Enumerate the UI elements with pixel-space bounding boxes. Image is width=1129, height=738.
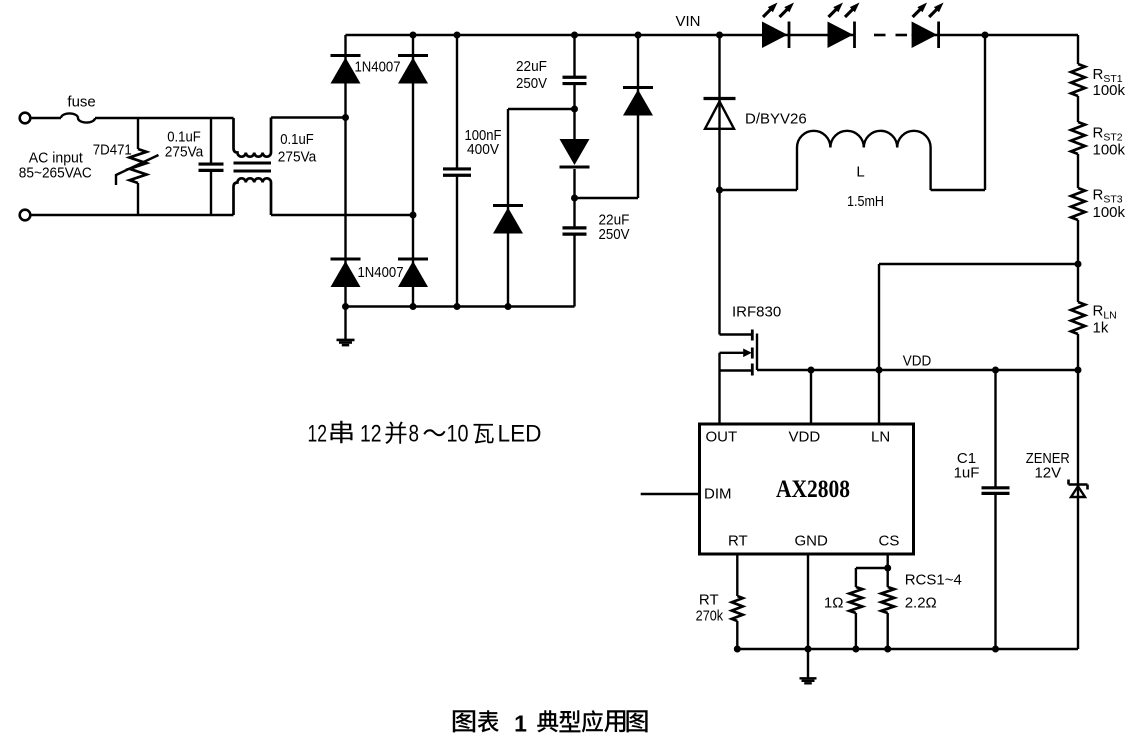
svg-text:AC input: AC input xyxy=(29,150,84,167)
svg-text:L: L xyxy=(856,163,864,180)
svg-text:VDD: VDD xyxy=(903,352,932,369)
svg-text:85~265VAC: 85~265VAC xyxy=(19,165,92,182)
svg-text:1: 1 xyxy=(514,711,527,737)
svg-text:2.2Ω: 2.2Ω xyxy=(905,595,937,612)
svg-text:1N4007: 1N4007 xyxy=(355,59,401,76)
svg-text:22uF: 22uF xyxy=(599,212,630,229)
svg-text:GND: GND xyxy=(795,533,829,550)
svg-text:fuse: fuse xyxy=(67,94,95,111)
svg-text:LED: LED xyxy=(498,422,542,448)
svg-text:100k: 100k xyxy=(1093,82,1126,99)
svg-text:12V: 12V xyxy=(1034,465,1061,482)
svg-text:275Va: 275Va xyxy=(165,144,204,161)
svg-text:270k: 270k xyxy=(696,607,724,624)
svg-text:D/BYV26: D/BYV26 xyxy=(745,111,807,128)
svg-text:1uF: 1uF xyxy=(954,465,980,482)
svg-text:LN: LN xyxy=(871,429,890,446)
svg-text:RT: RT xyxy=(699,591,719,608)
svg-text:100k: 100k xyxy=(1093,142,1126,159)
svg-text:12: 12 xyxy=(360,422,382,448)
svg-text:100k: 100k xyxy=(1093,204,1126,221)
svg-text:1Ω: 1Ω xyxy=(824,595,844,612)
svg-text:1.5mH: 1.5mH xyxy=(847,193,884,210)
svg-text:8: 8 xyxy=(409,422,420,448)
svg-text:12: 12 xyxy=(308,422,328,448)
svg-text:10: 10 xyxy=(447,422,469,448)
svg-text:CS: CS xyxy=(879,533,900,550)
svg-text:0.1uF: 0.1uF xyxy=(167,128,201,145)
svg-text:0.1uF: 0.1uF xyxy=(280,131,314,148)
svg-text:RCS1~4: RCS1~4 xyxy=(905,571,962,588)
svg-text:400V: 400V xyxy=(467,141,499,158)
svg-text:VDD: VDD xyxy=(789,429,821,446)
svg-text:250V: 250V xyxy=(599,226,630,243)
svg-text:7D471: 7D471 xyxy=(93,142,132,159)
svg-text:1N4007: 1N4007 xyxy=(358,264,404,281)
svg-text:250V: 250V xyxy=(516,75,547,92)
svg-text:IRF830: IRF830 xyxy=(732,304,781,321)
svg-text:AX2808: AX2808 xyxy=(776,476,850,503)
svg-text:OUT: OUT xyxy=(706,429,738,446)
svg-text:ZENER: ZENER xyxy=(1026,450,1070,467)
svg-text:22uF: 22uF xyxy=(516,58,547,75)
svg-text:100nF: 100nF xyxy=(465,127,502,144)
svg-text:VIN: VIN xyxy=(675,13,700,30)
svg-text:275Va: 275Va xyxy=(278,149,317,166)
svg-text:1k: 1k xyxy=(1093,319,1109,336)
svg-text:C1: C1 xyxy=(957,450,976,467)
svg-text:DIM: DIM xyxy=(704,486,732,503)
svg-text:RT: RT xyxy=(728,533,748,550)
